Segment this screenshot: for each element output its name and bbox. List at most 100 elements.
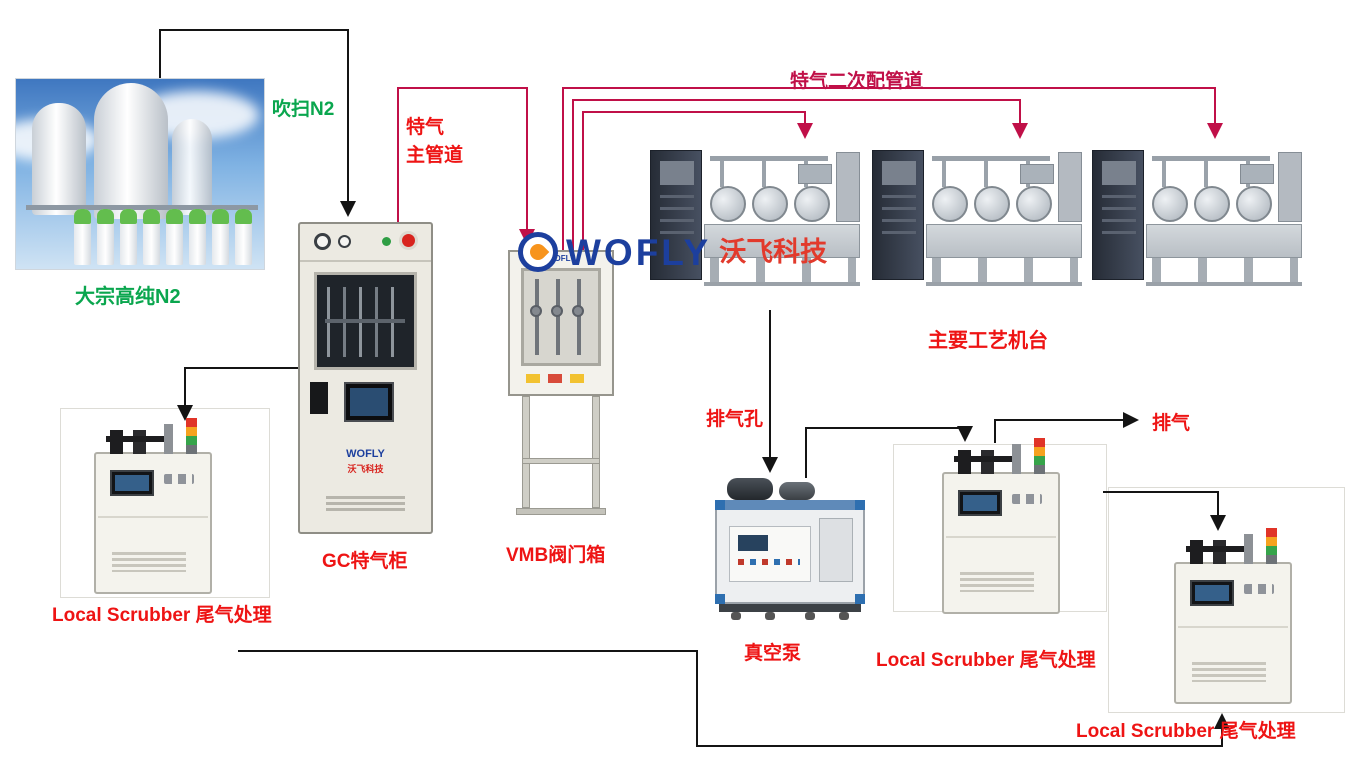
valve-icon bbox=[551, 305, 563, 317]
line-n2-to-gc bbox=[159, 29, 356, 217]
process-tools-label: 主要工艺机台 bbox=[928, 330, 1048, 352]
pump-base bbox=[719, 604, 861, 612]
scrubber-display bbox=[1190, 580, 1234, 606]
loadlock-module bbox=[1020, 164, 1054, 184]
scrubber-display bbox=[110, 470, 154, 496]
tool-gantry bbox=[710, 156, 828, 161]
line-secondary-2 bbox=[572, 99, 1028, 252]
corner-bracket bbox=[715, 594, 725, 604]
local-scrubber-left bbox=[88, 418, 218, 596]
vent-hole-label: 排气孔 bbox=[706, 409, 764, 430]
valve-icon bbox=[530, 305, 542, 317]
scrubber-inlet-pipes bbox=[106, 430, 164, 454]
valve-icon bbox=[572, 305, 584, 317]
vacuum-pump-label: 真空泵 bbox=[744, 643, 802, 664]
main-pipeline-label-line1: 特气 bbox=[406, 117, 445, 138]
tool-platform bbox=[926, 224, 1082, 258]
tool-platform bbox=[1146, 224, 1302, 258]
wofly-logo-text: WOFLY bbox=[566, 231, 712, 273]
vmb-window bbox=[521, 268, 601, 366]
process-chamber bbox=[1016, 186, 1052, 222]
line-pump-to-scrubber-mid bbox=[805, 426, 973, 478]
stand-crossbar bbox=[522, 458, 600, 464]
stand-leg bbox=[522, 396, 530, 508]
line-scrubber-mid-exhaust bbox=[994, 412, 1139, 443]
n2-storage-tank bbox=[32, 103, 86, 215]
scrubber-mid-label: Local Scrubber 尾气处理 bbox=[876, 650, 1096, 671]
scrubber-inlet-pipes bbox=[1186, 540, 1244, 564]
scrubber-vent bbox=[1192, 662, 1266, 682]
process-chamber bbox=[932, 186, 968, 222]
tool-base bbox=[926, 282, 1082, 286]
bulk-n2-label: 大宗高纯N2 bbox=[75, 286, 181, 308]
gas-cylinder bbox=[120, 209, 137, 265]
tool-base bbox=[704, 282, 860, 286]
card-reader bbox=[310, 382, 328, 414]
gc-cabinet-label: GC特气柜 bbox=[322, 551, 408, 572]
cabinet-logo-text: WOFLY bbox=[346, 448, 385, 460]
tool-base bbox=[1146, 282, 1302, 286]
wofly-logo-icon bbox=[518, 232, 558, 272]
signal-tower-icon bbox=[1266, 528, 1277, 564]
scrubber-stack bbox=[1012, 444, 1021, 474]
gas-cylinder bbox=[212, 209, 229, 265]
tool-legs bbox=[932, 258, 1078, 282]
scrubber-vent bbox=[960, 572, 1034, 592]
gas-cylinder bbox=[143, 209, 160, 265]
vmb-logo-text: WOFLY bbox=[546, 254, 576, 263]
signal-tower-icon bbox=[186, 418, 197, 454]
line-secondary-1 bbox=[582, 111, 813, 252]
tool-gantry bbox=[932, 156, 1050, 161]
vmb-stand bbox=[516, 396, 606, 518]
gc-gas-cabinet: WOFLY 沃飞科技 bbox=[298, 222, 433, 534]
scrubber-knobs bbox=[1244, 584, 1274, 594]
pressure-gauge-icon bbox=[314, 233, 331, 250]
gas-cylinder bbox=[235, 209, 252, 265]
corner-bracket bbox=[715, 500, 725, 510]
local-scrubber-mid bbox=[936, 438, 1066, 616]
scrubber-seam bbox=[1178, 626, 1288, 628]
process-chamber bbox=[1194, 186, 1230, 222]
tool-tower bbox=[1058, 152, 1082, 222]
gas-cylinder bbox=[189, 209, 206, 265]
loadlock-module bbox=[798, 164, 832, 184]
pump-cylinder bbox=[727, 478, 773, 500]
scrubber-right-label: Local Scrubber 尾气处理 bbox=[1076, 721, 1296, 742]
gas-cylinder bbox=[166, 209, 183, 265]
cabinet-window bbox=[314, 272, 417, 370]
process-tool-2 bbox=[870, 140, 1086, 294]
scrubber-knobs bbox=[164, 474, 194, 484]
line-bottom-return bbox=[238, 650, 1230, 747]
process-chamber bbox=[752, 186, 788, 222]
tool-tower bbox=[1278, 152, 1302, 222]
wofly-logo-cn: 沃飞科技 bbox=[719, 236, 828, 267]
tool-control-cabinet bbox=[650, 150, 702, 280]
pump-casters bbox=[731, 612, 741, 620]
scrubber-display bbox=[958, 490, 1002, 516]
loadlock-module bbox=[1240, 164, 1274, 184]
vacuum-pump-unit bbox=[715, 478, 865, 622]
exhaust-label: 排气 bbox=[1152, 413, 1191, 434]
cabinet-seam bbox=[300, 260, 431, 262]
stand-base bbox=[516, 508, 606, 515]
corner-bracket bbox=[855, 594, 865, 604]
secondary-pipeline-label: 特气二次配管道 bbox=[790, 71, 924, 92]
scrubber-stack bbox=[1244, 534, 1253, 564]
scrubber-seam bbox=[98, 516, 208, 518]
pump-control-panel bbox=[729, 526, 811, 582]
bulk-n2-photo bbox=[15, 78, 265, 270]
main-pipeline-label-line2: 主管道 bbox=[406, 145, 464, 166]
line-secondary-3 bbox=[562, 87, 1223, 252]
process-tool-1 bbox=[648, 140, 864, 294]
tool-gantry bbox=[1152, 156, 1270, 161]
emergency-stop-button bbox=[402, 234, 415, 247]
pump-side-module bbox=[819, 518, 853, 582]
tool-control-cabinet bbox=[1092, 150, 1144, 280]
vmb-label: VMB阀门箱 bbox=[506, 545, 606, 566]
n2-storage-tank bbox=[94, 83, 168, 219]
corner-bracket bbox=[855, 500, 865, 510]
gas-cylinder bbox=[74, 209, 91, 265]
scrubber-left-label: Local Scrubber 尾气处理 bbox=[52, 605, 272, 626]
